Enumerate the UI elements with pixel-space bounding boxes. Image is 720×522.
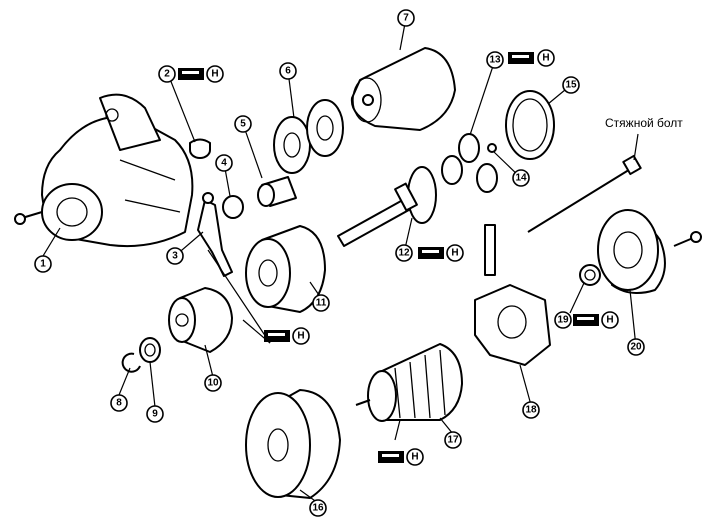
lube-symbol-part-13: H — [508, 49, 555, 67]
callout-4: 4 — [215, 154, 233, 172]
callout-15: 15 — [562, 76, 580, 94]
rear-bushing — [579, 264, 601, 286]
pinion-gear — [168, 287, 233, 353]
lube-letter: H — [211, 69, 218, 80]
svg-text:7: 7 — [403, 13, 409, 24]
svg-text:15: 15 — [565, 80, 577, 91]
svg-text:12: 12 — [398, 248, 410, 259]
lube-symbol-part-12: H — [418, 244, 464, 262]
armature-part — [355, 343, 463, 422]
callout-20: 20 — [627, 338, 645, 356]
through-bolt-label: Стяжной болт — [605, 116, 683, 130]
svg-text:8: 8 — [116, 398, 122, 409]
svg-text:9: 9 — [152, 409, 158, 420]
through-bolt — [527, 154, 642, 233]
callout-9: 9 — [146, 405, 164, 423]
svg-text:5: 5 — [240, 119, 246, 130]
solenoid-part — [350, 47, 456, 131]
callout-16: 16 — [309, 499, 327, 517]
callout-19: 19 — [554, 311, 572, 329]
callout-6: 6 — [279, 62, 297, 80]
svg-text:19: 19 — [557, 315, 569, 326]
lube-letter: H — [606, 315, 613, 326]
svg-text:6: 6 — [285, 66, 291, 77]
rear-cover-screw — [673, 231, 702, 247]
lube-letter: H — [411, 452, 418, 463]
lube-symbol-part-17: H — [378, 448, 424, 466]
svg-text:16: 16 — [312, 503, 324, 514]
lube-symbol-part-10: H — [264, 327, 310, 345]
svg-text:4: 4 — [221, 158, 227, 169]
housing-bolt — [14, 211, 43, 225]
callout-2: 2 — [158, 65, 176, 83]
svg-text:1: 1 — [40, 259, 46, 270]
callout-1: 1 — [34, 255, 52, 273]
planetary-gears — [441, 133, 498, 193]
callout-13: 13 — [486, 51, 504, 69]
lube-symbol-part-19: H — [573, 311, 619, 329]
svg-text:14: 14 — [515, 173, 527, 184]
pinion-shaft — [337, 166, 437, 247]
steel-ball — [487, 143, 497, 153]
callout-18: 18 — [522, 401, 540, 419]
svg-text:17: 17 — [447, 435, 459, 446]
callout-14: 14 — [512, 169, 530, 187]
callout-12: 12 — [395, 244, 413, 262]
callout-10: 10 — [204, 374, 222, 392]
svg-text:3: 3 — [172, 251, 178, 262]
callout-7: 7 — [397, 9, 415, 27]
internal-gear-ring — [505, 90, 555, 160]
svg-text:2: 2 — [164, 69, 170, 80]
yoke-part — [245, 389, 341, 499]
callout-3: 3 — [166, 247, 184, 265]
svg-text:20: 20 — [630, 342, 642, 353]
rear-cover — [597, 209, 666, 295]
callout-8: 8 — [110, 394, 128, 412]
callout-5: 5 — [234, 115, 252, 133]
stop-collar — [139, 337, 161, 363]
snap-ring — [121, 352, 141, 373]
lube-letter: H — [297, 331, 304, 342]
svg-text:18: 18 — [525, 405, 537, 416]
gear-case — [245, 225, 326, 313]
callout-17: 17 — [444, 431, 462, 449]
lube-letter: H — [542, 53, 549, 64]
plunger-part — [257, 176, 297, 207]
svg-text:10: 10 — [207, 378, 219, 389]
callout-11: 11 — [312, 294, 330, 312]
svg-text:13: 13 — [489, 55, 501, 66]
lube-letter: H — [451, 248, 458, 259]
bushing-part — [189, 138, 211, 159]
brush-holder — [474, 224, 551, 366]
starter-front-housing — [41, 93, 194, 248]
washer-part — [222, 195, 244, 219]
lube-symbol-part-2: H — [178, 65, 224, 83]
gasket-plates — [273, 99, 344, 174]
svg-text:11: 11 — [316, 298, 327, 309]
